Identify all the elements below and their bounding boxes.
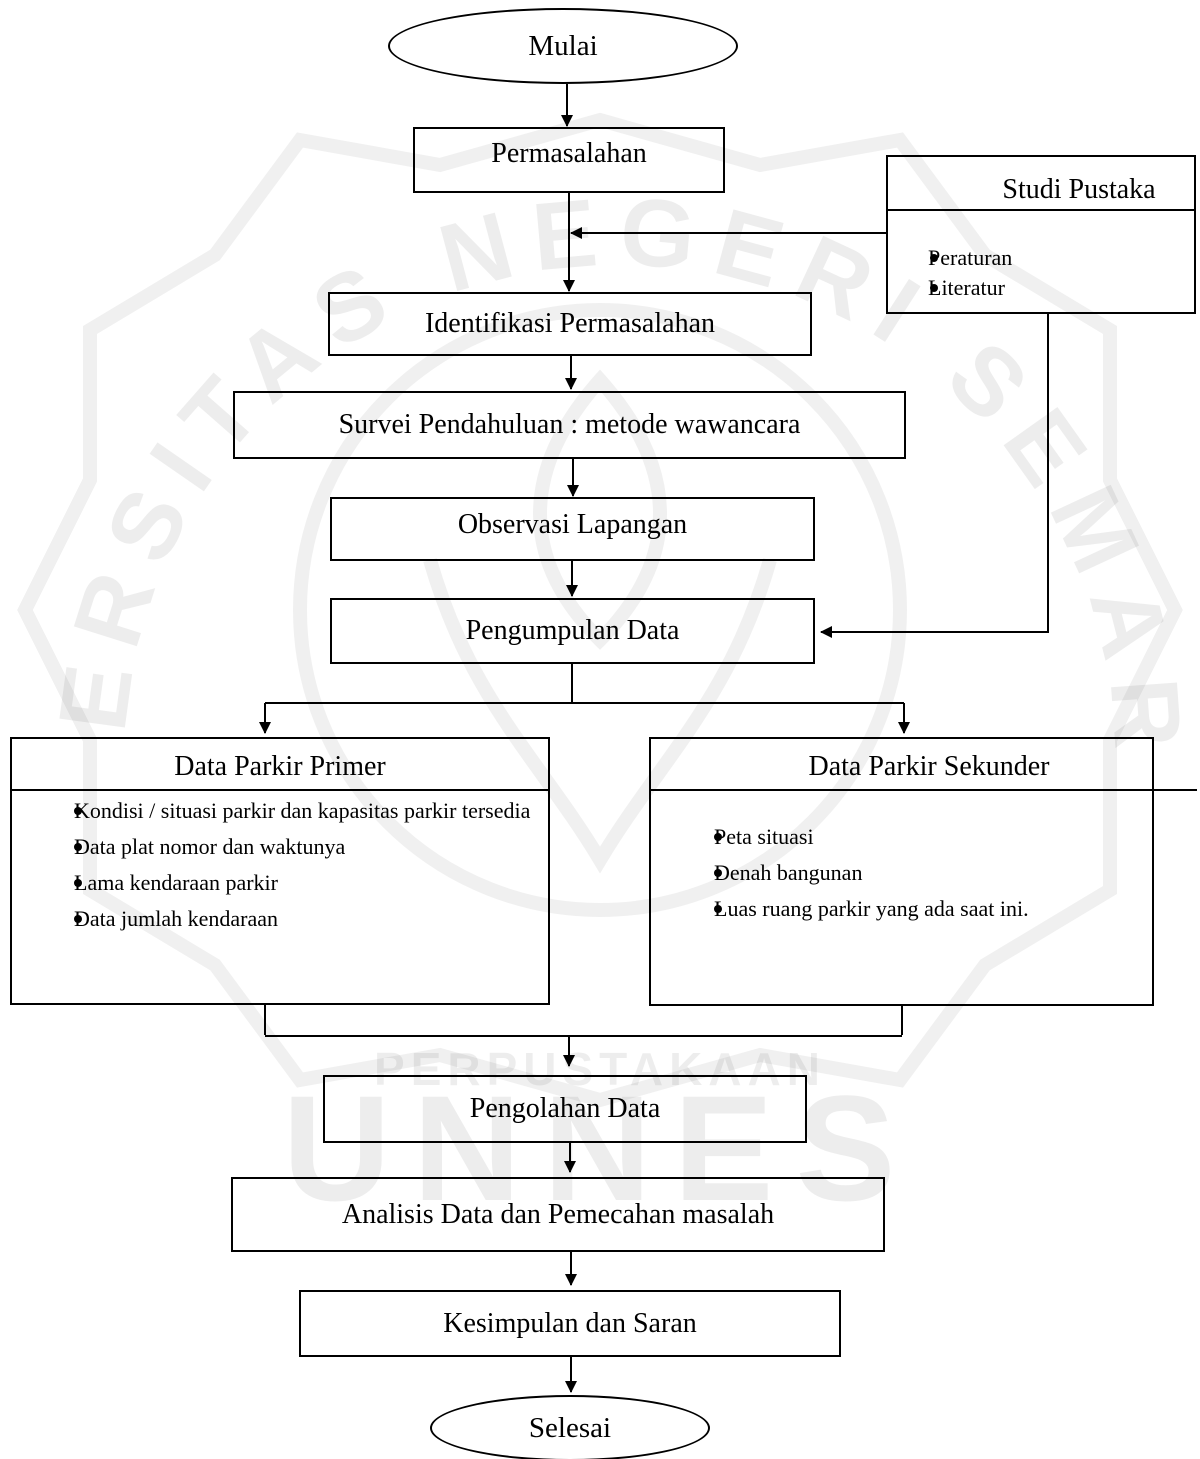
bullet-icon [74, 843, 82, 851]
secondary-data-panel [649, 737, 1154, 1006]
bullet-icon [74, 879, 82, 887]
data-processing-box: Pengolahan Data [323, 1075, 807, 1143]
field-observation-label: Observasi Lapangan [457, 509, 688, 541]
conclusion-box: Kesimpulan dan Saran [299, 1290, 841, 1357]
watermark-seal-outline [17, 112, 1183, 1108]
problem-label: Permasalahan [491, 138, 647, 170]
primary-data-item: Lama kendaraan parkir [74, 870, 278, 895]
identification-box: Identifikasi Permasalahan [328, 292, 812, 356]
literature-item: Literatur [928, 275, 1005, 300]
secondary-data-list: Peta situasi Denah bangunan Luas ruang p… [714, 819, 1139, 927]
primary-data-item: Data plat nomor dan waktunya [74, 834, 346, 859]
primary-data-list: Kondisi / situasi parkir dan kapasitas p… [74, 793, 536, 937]
bullet-icon [714, 905, 722, 913]
bullet-icon [930, 254, 938, 262]
literature-title: Studi Pustaka [1002, 174, 1156, 205]
analysis-box: Analisis Data dan Pemecahan masalah [231, 1177, 885, 1252]
watermark-short-name: UNNES [282, 1064, 917, 1232]
watermark-library-text: PERPUSTAKAAN [374, 1043, 826, 1095]
bullet-icon [74, 915, 82, 923]
primary-data-title: Data Parkir Primer [174, 751, 386, 782]
preliminary-survey-label: Survei Pendahuluan : metode wawancara [338, 409, 801, 441]
data-collection-label: Pengumpulan Data [465, 615, 680, 647]
bullet-icon [714, 869, 722, 877]
end-label: Selesai [528, 1411, 612, 1444]
bullet-icon [930, 284, 938, 292]
identification-label: Identifikasi Permasalahan [424, 308, 715, 340]
conclusion-label: Kesimpulan dan Saran [443, 1307, 697, 1339]
arrow-literature-to-collection [820, 313, 1049, 638]
primary-data-panel [10, 737, 550, 1005]
bullet-icon [74, 807, 82, 815]
primary-data-divider [10, 789, 550, 791]
secondary-data-title: Data Parkir Sekunder [808, 751, 1050, 782]
start-terminal: Mulai [388, 8, 738, 84]
secondary-data-item: Peta situasi [714, 824, 814, 849]
preliminary-survey-box: Survei Pendahuluan : metode wawancara [233, 391, 906, 459]
analysis-label: Analisis Data dan Pemecahan masalah [341, 1198, 775, 1230]
field-observation-box: Observasi Lapangan [330, 497, 815, 561]
problem-box: Permasalahan [413, 127, 725, 193]
bullet-icon [714, 833, 722, 841]
start-label: Mulai [528, 29, 598, 62]
literature-item: Peraturan [928, 245, 1013, 270]
data-collection-box: Pengumpulan Data [330, 598, 815, 664]
literature-list: Peraturan Literatur [928, 243, 1012, 303]
primary-data-item: Data jumlah kendaraan [74, 906, 279, 931]
secondary-data-item: Luas ruang parkir yang ada saat ini. [714, 896, 1029, 921]
primary-data-item: Kondisi / situasi parkir dan kapasitas p… [74, 798, 531, 823]
literature-divider [886, 209, 1196, 211]
secondary-data-item: Denah bangunan [714, 860, 863, 885]
data-processing-label: Pengolahan Data [469, 1093, 661, 1125]
secondary-data-divider [649, 789, 1197, 791]
end-terminal: Selesai [430, 1395, 710, 1459]
literature-panel [886, 155, 1196, 314]
